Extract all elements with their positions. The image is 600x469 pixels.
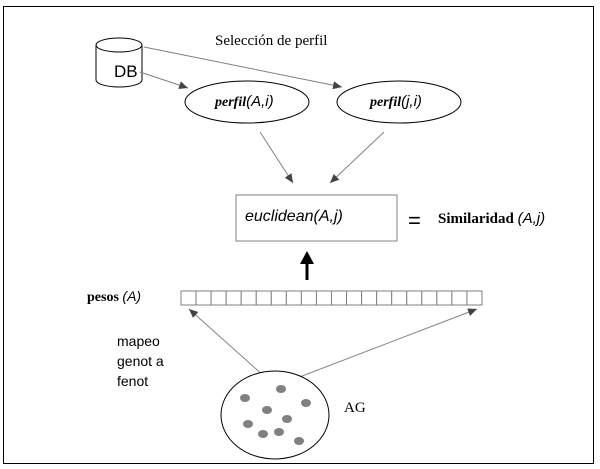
vector-cell: [331, 290, 348, 306]
arrow-perfil-j-i-to-euclidean: [329, 131, 385, 184]
vector-cell: [346, 290, 363, 306]
vector-cell: [240, 290, 257, 306]
arrow-db-to-perfil-j-i: [143, 46, 343, 90]
arrow-db-to-perfil-a-i: [139, 71, 189, 89]
perfil-j-i-ellipse: [336, 80, 462, 124]
population-dot: [276, 385, 286, 393]
pesos-label: pesos (A): [87, 288, 141, 306]
perfil-a-i-ellipse: [184, 80, 310, 124]
vector-cell: [466, 290, 483, 306]
vector-cell: [300, 290, 317, 306]
euclidean-box: [235, 194, 398, 242]
population-dots: [240, 385, 311, 445]
similarity-word: Similaridad: [438, 211, 514, 227]
vector-cell: [436, 290, 453, 306]
bold-up-arrow: [300, 251, 314, 280]
equals-sign: =: [408, 208, 421, 233]
vector-cell: [451, 290, 468, 306]
vector-cell: [225, 290, 242, 306]
population-dot: [240, 394, 250, 402]
perfil-j-i-word: perfil: [370, 95, 402, 110]
perfil-a-i-word: perfil: [215, 95, 247, 110]
mapeo-line-1: mapeo: [117, 333, 160, 349]
similarity-args: (A,j): [517, 210, 546, 227]
population-dot: [274, 428, 284, 436]
vector-cell: [391, 290, 408, 306]
similarity-label: Similaridad (A,j): [438, 210, 545, 228]
population-dot: [243, 420, 253, 428]
mapeo-line-2: genot a: [117, 353, 164, 369]
vector-cell: [180, 290, 197, 306]
perfil-a-i-args: (A,i): [246, 93, 274, 110]
population-dot: [301, 399, 311, 407]
ag-label: AG: [344, 400, 366, 416]
population-ellipse: [220, 370, 330, 460]
diagram-title: Selección de perfil: [215, 33, 328, 49]
vector-cell: [406, 290, 423, 306]
vector-cell: [421, 290, 438, 306]
vector-cell: [285, 290, 302, 306]
arrow-perfil-a-i-to-euclidean: [259, 131, 294, 184]
population-dot: [262, 406, 272, 414]
arrow-population-to-vector-right: [275, 308, 478, 387]
population-dot: [258, 430, 268, 438]
vector-cell: [361, 290, 378, 306]
perfil-j-i-label: perfil(j,i): [370, 93, 422, 111]
perfil-a-i-label: perfil(A,i): [215, 93, 274, 111]
euclidean-label: euclidean(A,j): [245, 208, 343, 225]
mapeo-label: mapeo genot a fenot: [117, 331, 164, 391]
population-dot: [282, 415, 292, 423]
vector-cell: [195, 290, 212, 306]
vector-cell: [255, 290, 272, 306]
db-cylinder: [95, 37, 143, 88]
pesos-vector: [180, 290, 483, 306]
population-dot: [294, 437, 304, 445]
vector-cell: [315, 290, 333, 306]
vector-cell: [270, 290, 287, 306]
db-label: DB: [114, 62, 138, 81]
vector-cell: [210, 290, 227, 306]
pesos-args: (A): [122, 288, 142, 304]
vector-cell: [376, 290, 393, 306]
pesos-word: pesos: [87, 290, 119, 305]
mapeo-line-3: fenot: [117, 373, 149, 389]
perfil-j-i-args: (j,i): [401, 93, 422, 110]
